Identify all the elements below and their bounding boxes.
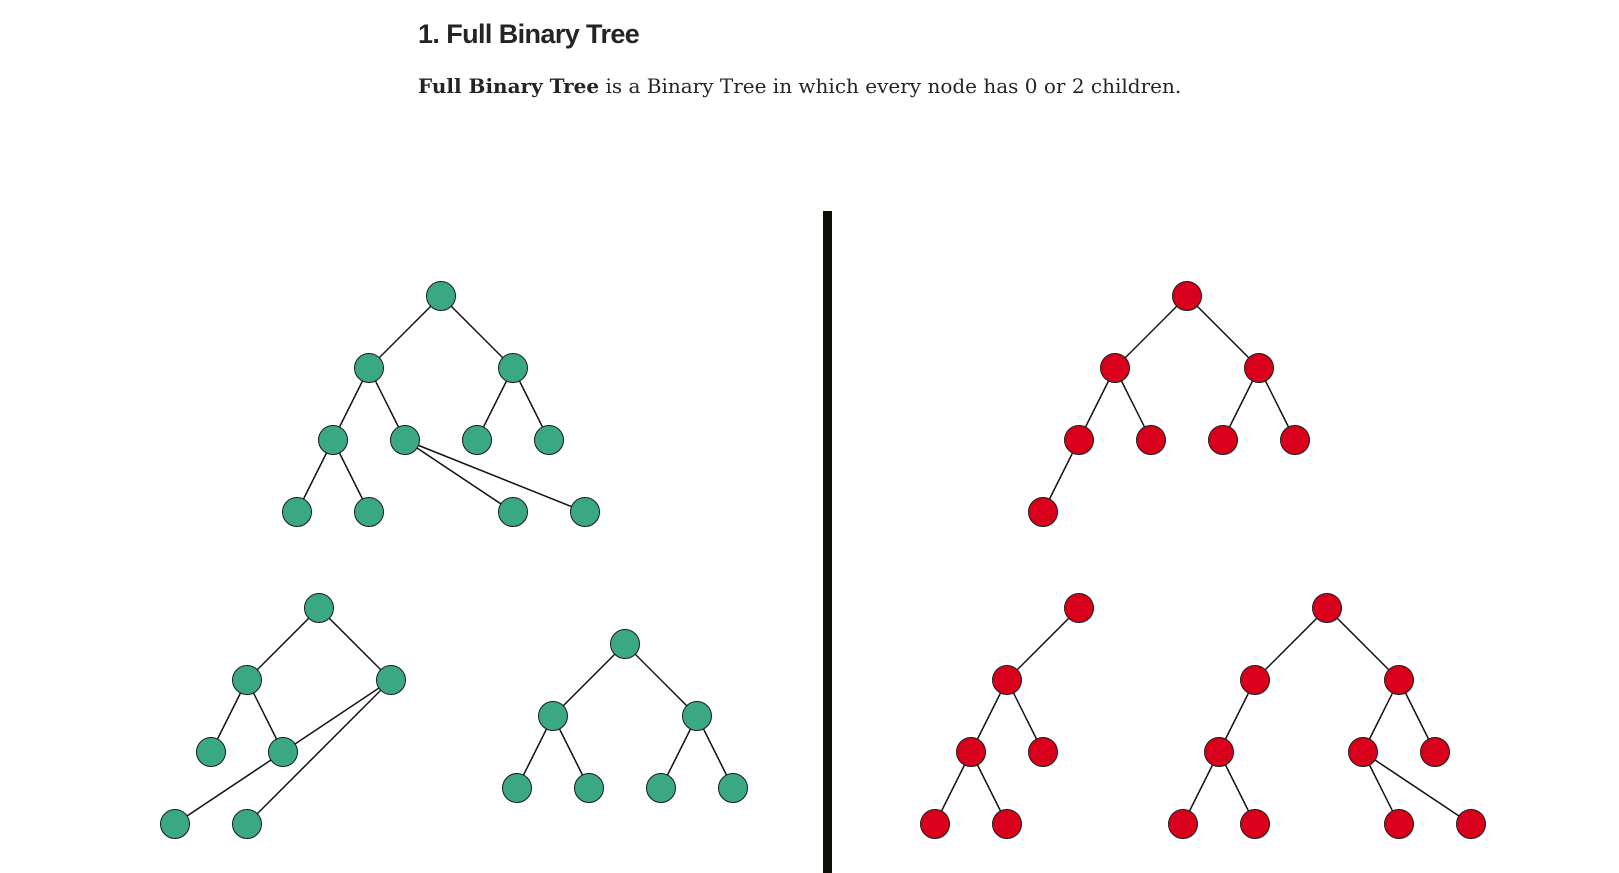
- tree-node: [1064, 593, 1094, 623]
- tree-node: [498, 353, 528, 383]
- tree-node: [462, 425, 492, 455]
- tree-node: [304, 593, 334, 623]
- tree-node: [682, 701, 712, 731]
- tree-node: [1064, 425, 1094, 455]
- tree-node: [354, 497, 384, 527]
- tree-node: [538, 701, 568, 731]
- tree-node: [1240, 809, 1270, 839]
- not-full-tree-1: [1028, 281, 1310, 527]
- tree-node: [1384, 809, 1414, 839]
- tree-node: [1204, 737, 1234, 767]
- tree-node: [570, 497, 600, 527]
- tree-node: [646, 773, 676, 803]
- tree-node: [1348, 737, 1378, 767]
- tree-edge: [404, 439, 586, 513]
- article-header: 1. Full Binary Tree Full Binary Tree is …: [418, 14, 1418, 101]
- tree-node: [718, 773, 748, 803]
- tree-node: [574, 773, 604, 803]
- tree-edge: [368, 295, 442, 369]
- tree-edge: [1114, 295, 1188, 369]
- tree-node: [992, 809, 1022, 839]
- tree-node: [196, 737, 226, 767]
- definition-rest: is a Binary Tree in which every node has…: [599, 74, 1182, 98]
- not-full-tree-3: [1168, 593, 1486, 839]
- definition-text: Full Binary Tree is a Binary Tree in whi…: [418, 71, 1418, 101]
- tree-node: [1172, 281, 1202, 311]
- tree-node: [1028, 497, 1058, 527]
- tree-node: [1208, 425, 1238, 455]
- tree-node: [534, 425, 564, 455]
- tree-node: [992, 665, 1022, 695]
- tree-node: [1168, 809, 1198, 839]
- tree-node: [502, 773, 532, 803]
- tree-edge: [1186, 295, 1260, 369]
- tree-node: [498, 497, 528, 527]
- tree-node: [1456, 809, 1486, 839]
- tree-node: [282, 497, 312, 527]
- tree-node: [376, 665, 406, 695]
- section-title: 1. Full Binary Tree: [418, 19, 640, 49]
- tree-edge: [318, 607, 392, 681]
- full-tree-1: [282, 281, 600, 527]
- tree-node: [1136, 425, 1166, 455]
- nodes-layer: [160, 281, 1486, 839]
- tree-edge: [246, 607, 320, 681]
- divider-line: [823, 211, 832, 873]
- tree-node: [1028, 737, 1058, 767]
- full-tree-3: [502, 629, 748, 803]
- tree-node: [1100, 353, 1130, 383]
- tree-edge: [552, 643, 626, 717]
- tree-node: [610, 629, 640, 659]
- tree-node: [232, 809, 262, 839]
- tree-edge: [440, 295, 514, 369]
- full-tree-2: [160, 593, 406, 839]
- tree-node: [920, 809, 950, 839]
- tree-node: [232, 665, 262, 695]
- tree-node: [318, 425, 348, 455]
- tree-node: [1244, 353, 1274, 383]
- tree-node: [1240, 665, 1270, 695]
- tree-node: [160, 809, 190, 839]
- definition-term: Full Binary Tree: [418, 74, 600, 98]
- not-full-tree-2: [920, 593, 1094, 839]
- tree-node: [1384, 665, 1414, 695]
- tree-edge: [246, 679, 392, 825]
- tree-edge: [1006, 607, 1080, 681]
- tree-edge: [1362, 751, 1472, 825]
- tree-edge: [624, 643, 698, 717]
- tree-node: [1312, 593, 1342, 623]
- tree-edge: [404, 439, 514, 513]
- tree-node: [956, 737, 986, 767]
- tree-edge: [1326, 607, 1400, 681]
- tree-node: [1420, 737, 1450, 767]
- tree-edge: [1254, 607, 1328, 681]
- tree-node: [354, 353, 384, 383]
- tree-node: [426, 281, 456, 311]
- tree-node: [268, 737, 298, 767]
- tree-node: [1280, 425, 1310, 455]
- tree-node: [390, 425, 420, 455]
